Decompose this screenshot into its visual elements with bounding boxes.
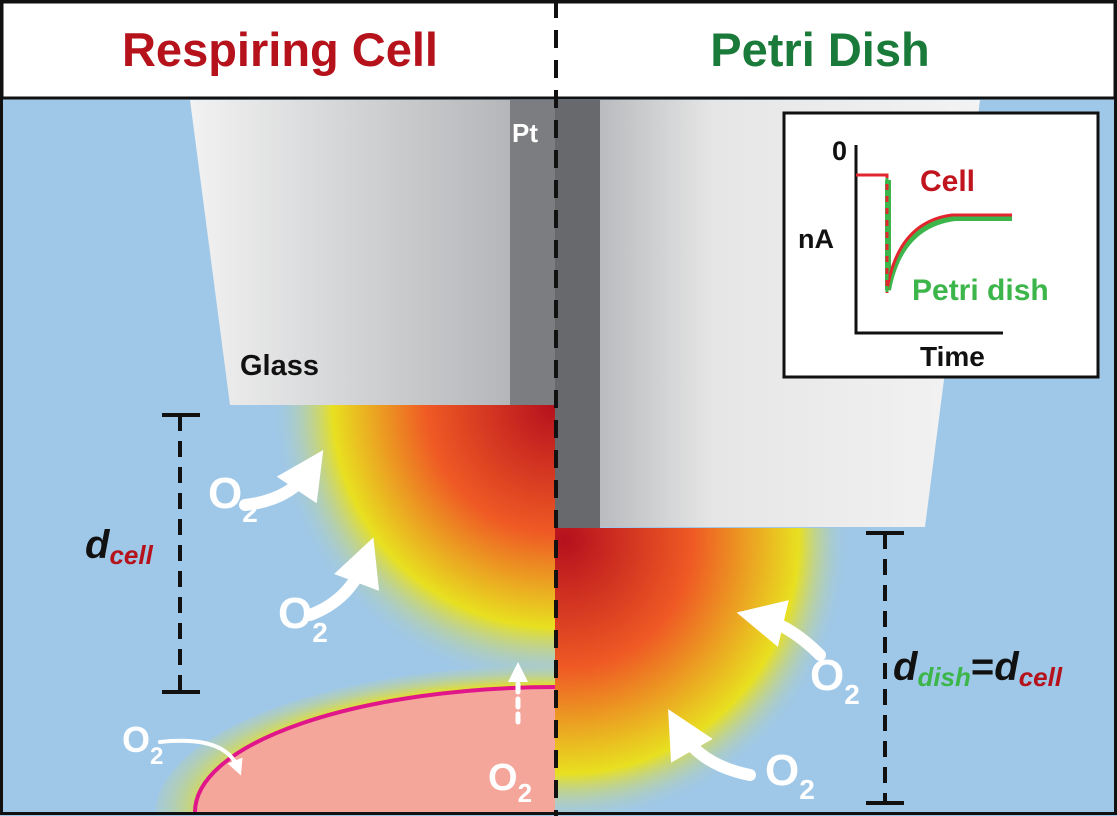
o2-label: O2 (765, 746, 815, 805)
current-time-inset: 0 nA Time Cell Petri dish (782, 111, 1100, 379)
header-band (0, 0, 1117, 100)
glass-left (190, 100, 512, 405)
d-cell-label: dcell (85, 523, 154, 570)
inset-axes (854, 145, 1003, 335)
d-dish-scale-bar (866, 531, 904, 805)
o2-label: O2 (488, 757, 532, 808)
o2-label: O2 (208, 469, 258, 528)
pt-wire-right (555, 100, 600, 528)
inset-x-label: Time (920, 341, 985, 372)
d-cell-scale-bar (162, 413, 200, 694)
arrow-icon (239, 450, 324, 511)
dish-oxygen-depletion-zone (555, 528, 1115, 813)
o2-label: O2 (122, 719, 163, 770)
petri-dish-title: Petri Dish (710, 23, 929, 76)
arrow-icon (736, 600, 826, 661)
arrow-icon (668, 709, 756, 781)
arrow-icon (158, 738, 243, 776)
pt-label: Pt (512, 118, 538, 148)
inset-zero-label: 0 (832, 136, 847, 166)
o2-label: O2 (810, 651, 860, 710)
d-dish-equals-d-cell-label: ddish=dcell (893, 645, 1063, 692)
respiring-cell (193, 685, 556, 813)
o2-labels: O2 O2 O2 O2 O2 O2 (122, 469, 860, 808)
pt-wire-left (510, 100, 555, 405)
respiring-cell-title: Respiring Cell (122, 23, 438, 76)
inset-cell-legend: Cell (920, 165, 975, 198)
inset-y-label: nA (798, 224, 834, 254)
glass-label: Glass (240, 350, 319, 382)
arrow-icon (304, 537, 380, 621)
o2-arrows (158, 450, 826, 781)
inset-petri-dish-legend: Petri dish (912, 274, 1049, 307)
